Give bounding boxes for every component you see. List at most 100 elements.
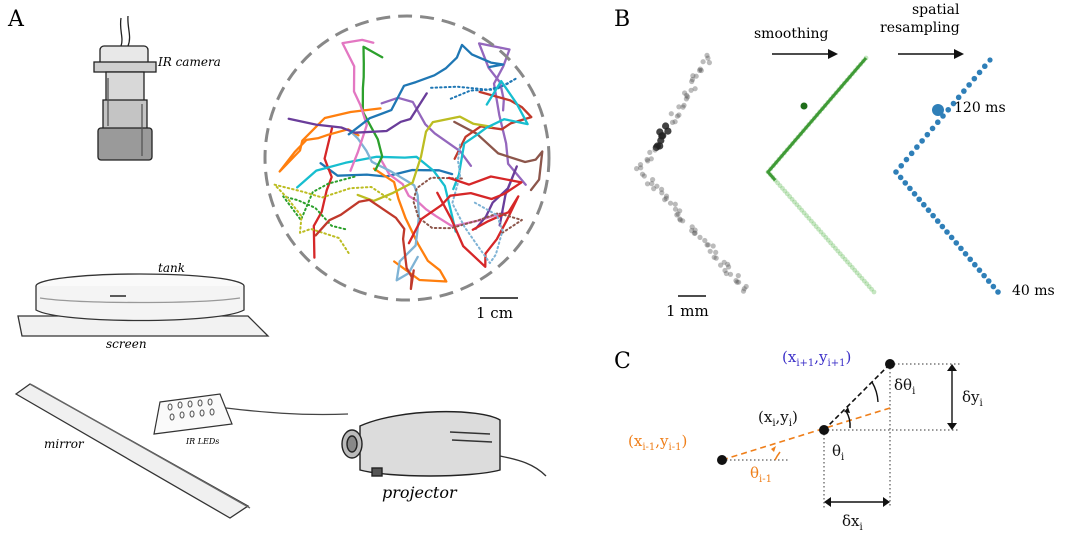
scale-bar-mm-label: 1 mm <box>666 302 709 320</box>
point-next <box>885 359 895 369</box>
smoothed-point <box>780 185 785 191</box>
tank-drawing <box>17 273 270 337</box>
raw-point <box>741 286 747 292</box>
raw-point <box>648 156 654 162</box>
raw-point <box>672 119 678 125</box>
tank-label: tank <box>158 261 185 275</box>
label-dx: δxi <box>842 512 863 533</box>
panel-label-b: B <box>614 7 630 32</box>
current-direction-line <box>823 363 891 431</box>
raw-point <box>692 86 698 92</box>
smoothed-highlight <box>800 102 808 110</box>
smoothed-point <box>842 256 848 262</box>
smoothed-point <box>864 281 870 287</box>
panel-label-a: A <box>7 7 25 32</box>
trajectory-path <box>287 92 428 134</box>
smoothed-point <box>799 207 805 213</box>
resampled-point <box>921 201 927 208</box>
resampled-point <box>981 63 988 70</box>
resampled-point <box>902 180 909 186</box>
trajectory-path <box>474 165 518 230</box>
smoothed-point <box>840 254 846 259</box>
resampled-point <box>893 169 899 175</box>
smoothed-point <box>837 251 843 257</box>
point-prev <box>717 455 727 465</box>
raw-point <box>672 201 678 207</box>
raw-point <box>697 234 703 240</box>
smoothed-point <box>849 265 855 270</box>
resampled-point <box>967 256 973 263</box>
smoothed-point <box>861 278 867 284</box>
label-dtheta: δθi <box>894 376 915 397</box>
smoothed-point <box>825 237 831 243</box>
screen-label: screen <box>106 337 147 351</box>
raw-point <box>677 216 683 222</box>
smoothed-line <box>766 57 868 182</box>
trajectory-path <box>312 126 334 259</box>
label-dy: δyi <box>962 388 983 409</box>
resampled-point <box>934 218 941 224</box>
label-theta-prev: θi-1 <box>750 464 772 485</box>
raw-point <box>684 92 690 98</box>
resampling-label-2: resampling <box>880 20 960 36</box>
smoothed-point <box>784 191 790 197</box>
raw-point <box>727 271 734 277</box>
dy-arrowheads <box>947 364 957 430</box>
time-label-120: 120 ms <box>954 100 1006 116</box>
resampled-point <box>903 156 910 163</box>
resampled-point <box>924 131 931 138</box>
point-current <box>819 425 829 435</box>
ir-camera-drawing <box>93 15 157 161</box>
raw-point <box>733 278 739 284</box>
raw-point <box>675 211 681 217</box>
smoothed-point <box>792 199 797 205</box>
raw-point <box>663 195 669 201</box>
raw-point <box>644 156 650 163</box>
smoothed-point <box>796 205 802 210</box>
smoothed-point <box>787 194 793 199</box>
theta-prev-arc <box>774 451 781 461</box>
raw-point <box>734 279 740 285</box>
raw-point <box>682 90 688 96</box>
resampled-point <box>930 212 936 219</box>
raw-point <box>743 283 749 290</box>
resampling-label-1: spatial <box>912 2 960 18</box>
scale-bar-cm-label: 1 cm <box>476 304 513 322</box>
raw-point <box>704 52 710 59</box>
label-current-point: (xi,yi) <box>758 408 798 429</box>
resampled-point <box>929 125 936 132</box>
raw-point <box>667 200 674 206</box>
resampled-point <box>985 278 992 284</box>
raw-point <box>674 113 681 119</box>
trajectory-path <box>319 162 454 178</box>
resampled-point <box>934 119 941 126</box>
resampled-point <box>950 100 957 107</box>
resampled-point <box>945 106 952 113</box>
raw-point <box>692 227 698 233</box>
trajectory-path <box>347 43 505 136</box>
smoothed-point <box>852 267 858 273</box>
mirror-drawing <box>14 383 251 519</box>
resampled-point <box>939 223 946 230</box>
raw-point <box>721 259 727 265</box>
raw-point <box>702 237 708 244</box>
resampled-point <box>962 251 969 257</box>
raw-point <box>654 183 660 189</box>
resampled-point <box>911 191 918 197</box>
smoothed-point <box>816 226 821 232</box>
resampled-point <box>961 88 967 94</box>
label-theta-i: θi <box>832 442 844 463</box>
raw-point <box>718 262 724 268</box>
raw-point <box>713 249 719 255</box>
trajectory-plot <box>273 38 544 291</box>
raw-point <box>638 165 644 171</box>
smoothed-point <box>866 284 872 289</box>
trajectory-path <box>349 129 421 282</box>
raw-point <box>735 273 741 279</box>
raw-point <box>689 224 695 230</box>
smoothed-point <box>847 262 853 268</box>
resampled-point <box>919 138 925 144</box>
ir-leds-label: IR LEDs <box>185 437 219 446</box>
raw-point <box>704 242 710 248</box>
